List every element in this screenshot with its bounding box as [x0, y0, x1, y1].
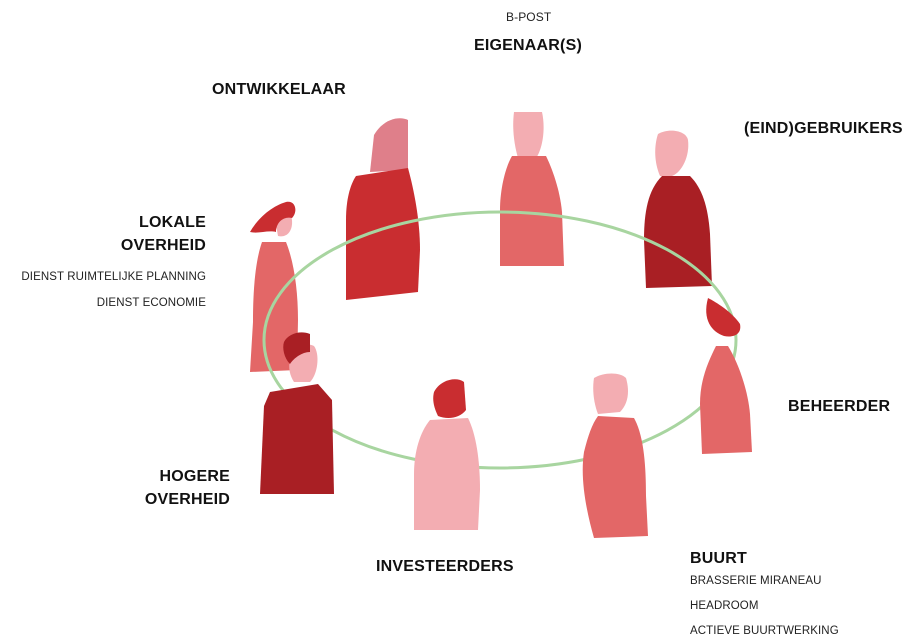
hogere-overheid-label-line2: OVERHEID — [144, 491, 230, 508]
buurt-member: ACTIEVE BUURTWERKING — [690, 625, 839, 637]
buurt-member: BRASSERIE MIRANEAU — [690, 575, 822, 587]
figure-eindgebruikers-head — [655, 130, 689, 176]
figure-hogere-overheid — [260, 332, 334, 494]
figure-beheerder — [700, 298, 752, 454]
investeerders-label: INVESTEERDERS — [376, 558, 514, 575]
figure-buurt-head — [593, 373, 628, 414]
figure-eindgebruikers — [644, 130, 712, 288]
figure-ontwikkelaar-head — [370, 118, 408, 172]
lokale-overheid-service: DIENST ECONOMIE — [96, 297, 206, 309]
figure-eindgebruikers-body — [644, 176, 712, 288]
hogere-overheid-label-line1: HOGERE — [159, 468, 230, 485]
figure-beheerder-body — [700, 346, 752, 454]
figure-hogere-overheid-hair — [283, 332, 310, 364]
figure-beheerder-head — [706, 298, 741, 337]
figure-ontwikkelaar — [346, 118, 420, 300]
figure-eigenaars — [500, 112, 564, 266]
figure-lokale-overheid-hair — [250, 201, 296, 233]
figure-investeerders — [414, 379, 480, 530]
figure-investeerders-body — [414, 418, 480, 530]
figure-eigenaars-head — [513, 112, 544, 158]
eigenaars-subtitle: B-POST — [506, 10, 552, 24]
eindgebruikers-label: (EIND)GEBRUIKERS — [744, 120, 903, 137]
ontwikkelaar-label: ONTWIKKELAAR — [212, 81, 346, 98]
buurt-label: BUURT — [690, 550, 747, 567]
eigenaars-label: EIGENAAR(S) — [474, 37, 582, 54]
figure-buurt-body — [582, 416, 648, 538]
beheerder-label: BEHEERDER — [788, 398, 891, 415]
buurt-members: BRASSERIE MIRANEAU HEADROOM ACTIEVE BUUR… — [690, 569, 839, 644]
lokale-overheid-service: DIENST RUIMTELIJKE PLANNING — [21, 271, 206, 283]
buurt-member: HEADROOM — [690, 600, 759, 612]
figure-hogere-overheid-body — [260, 384, 334, 494]
lokale-overheid-label-line2: OVERHEID — [120, 237, 206, 254]
lokale-overheid-label-line1: LOKALE — [139, 214, 206, 231]
figure-ontwikkelaar-body — [346, 168, 420, 300]
stakeholder-ring — [262, 210, 738, 470]
figure-buurt — [582, 373, 648, 538]
figure-investeerders-head — [433, 379, 466, 418]
lokale-overheid-services: DIENST RUIMTELIJKE PLANNING DIENST ECONO… — [21, 264, 206, 316]
figure-eigenaars-body — [500, 156, 564, 266]
